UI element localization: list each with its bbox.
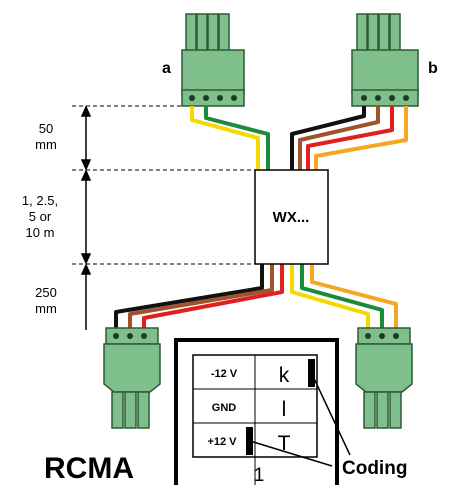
row-2-signal: GND: [212, 402, 237, 414]
wire-b-orange: [314, 106, 408, 172]
svg-text:10 m: 10 m: [26, 225, 55, 240]
row-1-code: k: [279, 364, 290, 387]
wires-b: [290, 106, 408, 172]
coding-pointers: [249, 371, 351, 467]
coding-table: -12 V GND +12 V k l T 1: [174, 338, 339, 485]
wire-a-yellow: [190, 106, 260, 172]
row-2-code: l: [282, 398, 287, 421]
wire-bottom-red: [142, 262, 284, 330]
connector-b-label: b: [428, 60, 438, 77]
svg-text:50: 50: [39, 121, 53, 136]
row-1-signal: -12 V: [211, 368, 238, 380]
wire-b-brown: [298, 106, 380, 172]
svg-text:1, 2.5,: 1, 2.5,: [22, 193, 58, 208]
wire-b-red: [306, 106, 394, 172]
wire-b-black: [290, 106, 366, 172]
wire-bottom-yellow: [290, 262, 370, 330]
row-3-signal: +12 V: [207, 436, 237, 448]
connector-a-label: a: [162, 60, 171, 77]
svg-text:5 or: 5 or: [29, 209, 52, 224]
wire-bottom-black: [114, 262, 264, 330]
connector-a: [181, 13, 245, 107]
coding-label: Coding: [342, 458, 407, 479]
coding-key-plus12: [246, 427, 253, 455]
connector-lower-right: [355, 327, 413, 429]
wire-bottom-orange: [310, 262, 398, 330]
wire-bottom-green: [300, 262, 384, 330]
row-3-code: T: [278, 432, 291, 455]
title-rcma: RCMA: [44, 452, 134, 485]
module-label: WX...: [273, 209, 310, 226]
wires-a: [190, 106, 270, 172]
wire-bottom-brown: [128, 262, 274, 330]
module-box: [254, 169, 329, 265]
wires-bottom: [114, 262, 398, 330]
dimension-arrows: [80, 105, 92, 330]
table-footer: 1: [254, 465, 265, 485]
connector-lower-left: [103, 327, 161, 429]
svg-text:mm: mm: [35, 137, 57, 152]
dim-top-label: 50 mm: [35, 121, 57, 152]
dim-middle-label: 1, 2.5, 5 or 10 m: [22, 193, 58, 240]
dim-bottom-label: 250 mm: [35, 285, 57, 316]
connector-b: [351, 13, 419, 107]
dimension-guides: [72, 105, 255, 265]
wire-a-green: [204, 106, 270, 172]
svg-text:mm: mm: [35, 301, 57, 316]
svg-text:250: 250: [35, 285, 57, 300]
